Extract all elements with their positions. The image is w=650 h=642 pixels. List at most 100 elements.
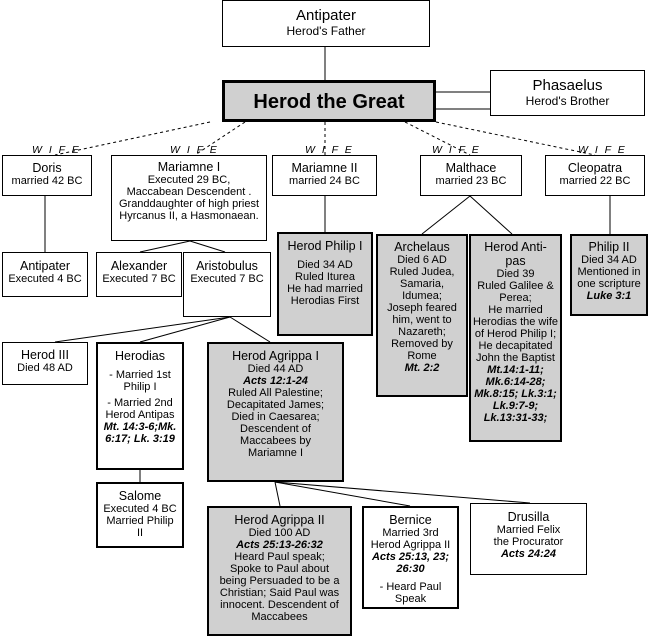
herodias-line: Herod Antipas: [105, 409, 175, 421]
doris-box: Doris married 42 BC: [2, 155, 92, 196]
drusilla-line: the Procurator: [493, 536, 564, 548]
herod-antipas-line: John the Baptist: [476, 352, 555, 364]
herod-the-great-name: Herod the Great: [253, 91, 405, 113]
bernice-scripture-ref: 26:30: [396, 563, 425, 575]
archelaus-box: Archelaus Died 6 AD Ruled Judea, Samaria…: [376, 234, 468, 397]
archelaus-line: Died 6 AD: [397, 254, 447, 266]
herod-philip1-name: Herod Philip I: [287, 239, 363, 253]
alexander-sub: Executed 7 BC: [102, 273, 176, 285]
philip2-box: Philip II Died 34 AD Mentioned in one sc…: [570, 234, 648, 316]
bernice-scripture-ref: Acts 25:13, 23;: [371, 551, 450, 563]
herod-agrippa1-name: Herod Agrippa I: [232, 349, 319, 363]
antipater-father-box: Antipater Herod's Father: [222, 0, 430, 47]
herod-agrippa1-box: Herod Agrippa I Died 44 AD Acts 12:1-24 …: [207, 342, 344, 482]
salome-name: Salome: [118, 489, 162, 503]
malthace-box: Malthace married 23 BC: [420, 155, 522, 196]
herod3-box: Herod III Died 48 AD: [2, 342, 88, 385]
herod-philip1-line: Died 34 AD: [297, 259, 353, 271]
bernice-name: Bernice: [389, 513, 432, 527]
herod-antipas-box: Herod Anti- pas Died 39 Ruled Galilee & …: [469, 234, 562, 442]
herod-antipas-scripture-ref: Lk.9:7-9;: [492, 400, 539, 412]
herod-agrippa1-line: Died 44 AD: [247, 363, 304, 375]
archelaus-scripture-ref: Mt. 2:2: [404, 362, 440, 374]
herod-philip1-box: Herod Philip I Died 34 AD Ruled Iturea H…: [277, 232, 373, 336]
phasaelus-name: Phasaelus: [532, 77, 603, 94]
mariamne2-name: Mariamne II: [291, 161, 358, 175]
herod-antipas-line: Herodias the wife: [473, 316, 558, 328]
drusilla-line: Married Felix: [496, 524, 561, 536]
mariamne1-line: Granddaughter of high priest: [118, 198, 260, 210]
cleopatra-box: Cleopatra married 22 BC: [545, 155, 645, 196]
salome-line: II: [136, 527, 144, 539]
herod-antipas-name-cont: pas: [505, 254, 526, 268]
herodias-scripture-ref: 6:17; Lk. 3:19: [105, 433, 175, 445]
herod-agrippa1-line: Descendent of: [240, 423, 311, 435]
mariamne1-line: Maccabean Descendent .: [126, 186, 252, 198]
herod-agrippa1-scripture-ref: Acts 12:1-24: [243, 375, 308, 387]
herod-antipas-line: He married: [488, 304, 543, 316]
herodias-line: - Married 1st: [109, 369, 171, 381]
herod-agrippa1-line: Ruled All Palestine;: [228, 387, 323, 399]
herodias-box: Herodias - Married 1st Philip I - Marrie…: [96, 342, 184, 470]
herod-agrippa2-line: Christian; Said Paul was: [219, 587, 340, 599]
herod-agrippa2-line: being Persuaded to be a: [219, 575, 340, 587]
herodias-name: Herodias: [114, 349, 166, 363]
herod-agrippa1-line: Mariamne I: [247, 447, 304, 459]
herod-antipas-line: Died 39: [496, 268, 535, 280]
drusilla-box: Drusilla Married Felix the Procurator Ac…: [470, 503, 587, 575]
herod-antipas-scripture-ref: Mk.8:15; Lk.3:1;: [474, 388, 557, 400]
herod-antipas-line: of Herod Philip I;: [474, 328, 557, 340]
herodias-line: - Married 2nd: [107, 397, 173, 409]
philip2-line: Died 34 AD: [581, 254, 637, 266]
herod-philip1-line: He had married: [287, 283, 363, 295]
herod-agrippa2-line: Died 100 AD: [248, 527, 311, 539]
alexander-box: Alexander Executed 7 BC: [96, 252, 182, 297]
archelaus-line: him, went to: [392, 314, 452, 326]
herod-antipas-line: He decapitated: [478, 340, 553, 352]
bernice-line: Herod Agrippa II: [370, 539, 451, 551]
herod-antipas-scripture-ref: Lk.13:31-33;: [483, 412, 548, 424]
herod-antipas-scripture-ref: Mt.14:1-11;: [487, 364, 544, 376]
bernice-line: Married 3rd: [382, 527, 439, 539]
phasaelus-box: Phasaelus Herod's Brother: [490, 70, 645, 116]
antipater-father-sub: Herod's Father: [286, 24, 366, 38]
herod-agrippa1-line: Decapitated James;: [226, 399, 325, 411]
philip2-line: Mentioned in: [577, 266, 641, 278]
philip2-scripture-ref: Luke 3:1: [586, 290, 632, 302]
malthace-name: Malthace: [445, 161, 497, 175]
mariamne1-name: Mariamne I: [157, 160, 221, 174]
malthace-sub: married 23 BC: [435, 175, 507, 187]
salome-box: Salome Executed 4 BC Married Philip II: [96, 482, 184, 548]
herod-philip1-line: Ruled Iturea: [295, 271, 355, 283]
herod3-sub: Died 48 AD: [17, 362, 73, 374]
wife-label-cleopatra: W I F E: [578, 144, 627, 156]
drusilla-name: Drusilla: [507, 510, 550, 524]
aristobulus-box: Aristobulus Executed 7 BC: [183, 252, 271, 317]
salome-line: Married Philip: [106, 515, 174, 527]
herod-antipas-line: Perea;: [499, 292, 532, 304]
bernice-line: Speak: [394, 593, 427, 605]
mariamne2-sub: married 24 BC: [289, 175, 360, 187]
antipater-son-box: Antipater Executed 4 BC: [2, 252, 88, 297]
herod-antipas-line: Ruled Galilee &: [477, 280, 554, 292]
archelaus-line: Ruled Judea,: [389, 266, 455, 278]
herod-agrippa2-line: Maccabees: [251, 611, 308, 623]
herod-agrippa2-box: Herod Agrippa II Died 100 AD Acts 25:13-…: [207, 506, 352, 636]
wife-label-doris: W I F E: [32, 144, 81, 156]
archelaus-line: Rome: [407, 350, 437, 362]
cleopatra-sub: married 22 BC: [559, 175, 631, 187]
herod-the-great-box: Herod the Great: [222, 80, 436, 122]
herod-agrippa1-line: Maccabees by: [240, 435, 311, 447]
antipater-son-sub: Executed 4 BC: [8, 273, 82, 285]
mariamne1-line: Executed 29 BC,: [147, 174, 231, 186]
herod-philip1-line: Herodias First: [290, 295, 360, 307]
bernice-box: Bernice Married 3rd Herod Agrippa II Act…: [362, 506, 459, 609]
herod-agrippa2-line: innocent. Descendent of: [220, 599, 339, 611]
herodias-line: Philip I: [123, 381, 157, 393]
archelaus-line: Removed by: [391, 338, 453, 350]
aristobulus-sub: Executed 7 BC: [190, 273, 264, 285]
mariamne2-box: Mariamne II married 24 BC: [272, 155, 377, 196]
wife-label-mariamne1: W I F E: [170, 144, 219, 156]
herod3-name: Herod III: [21, 348, 69, 362]
